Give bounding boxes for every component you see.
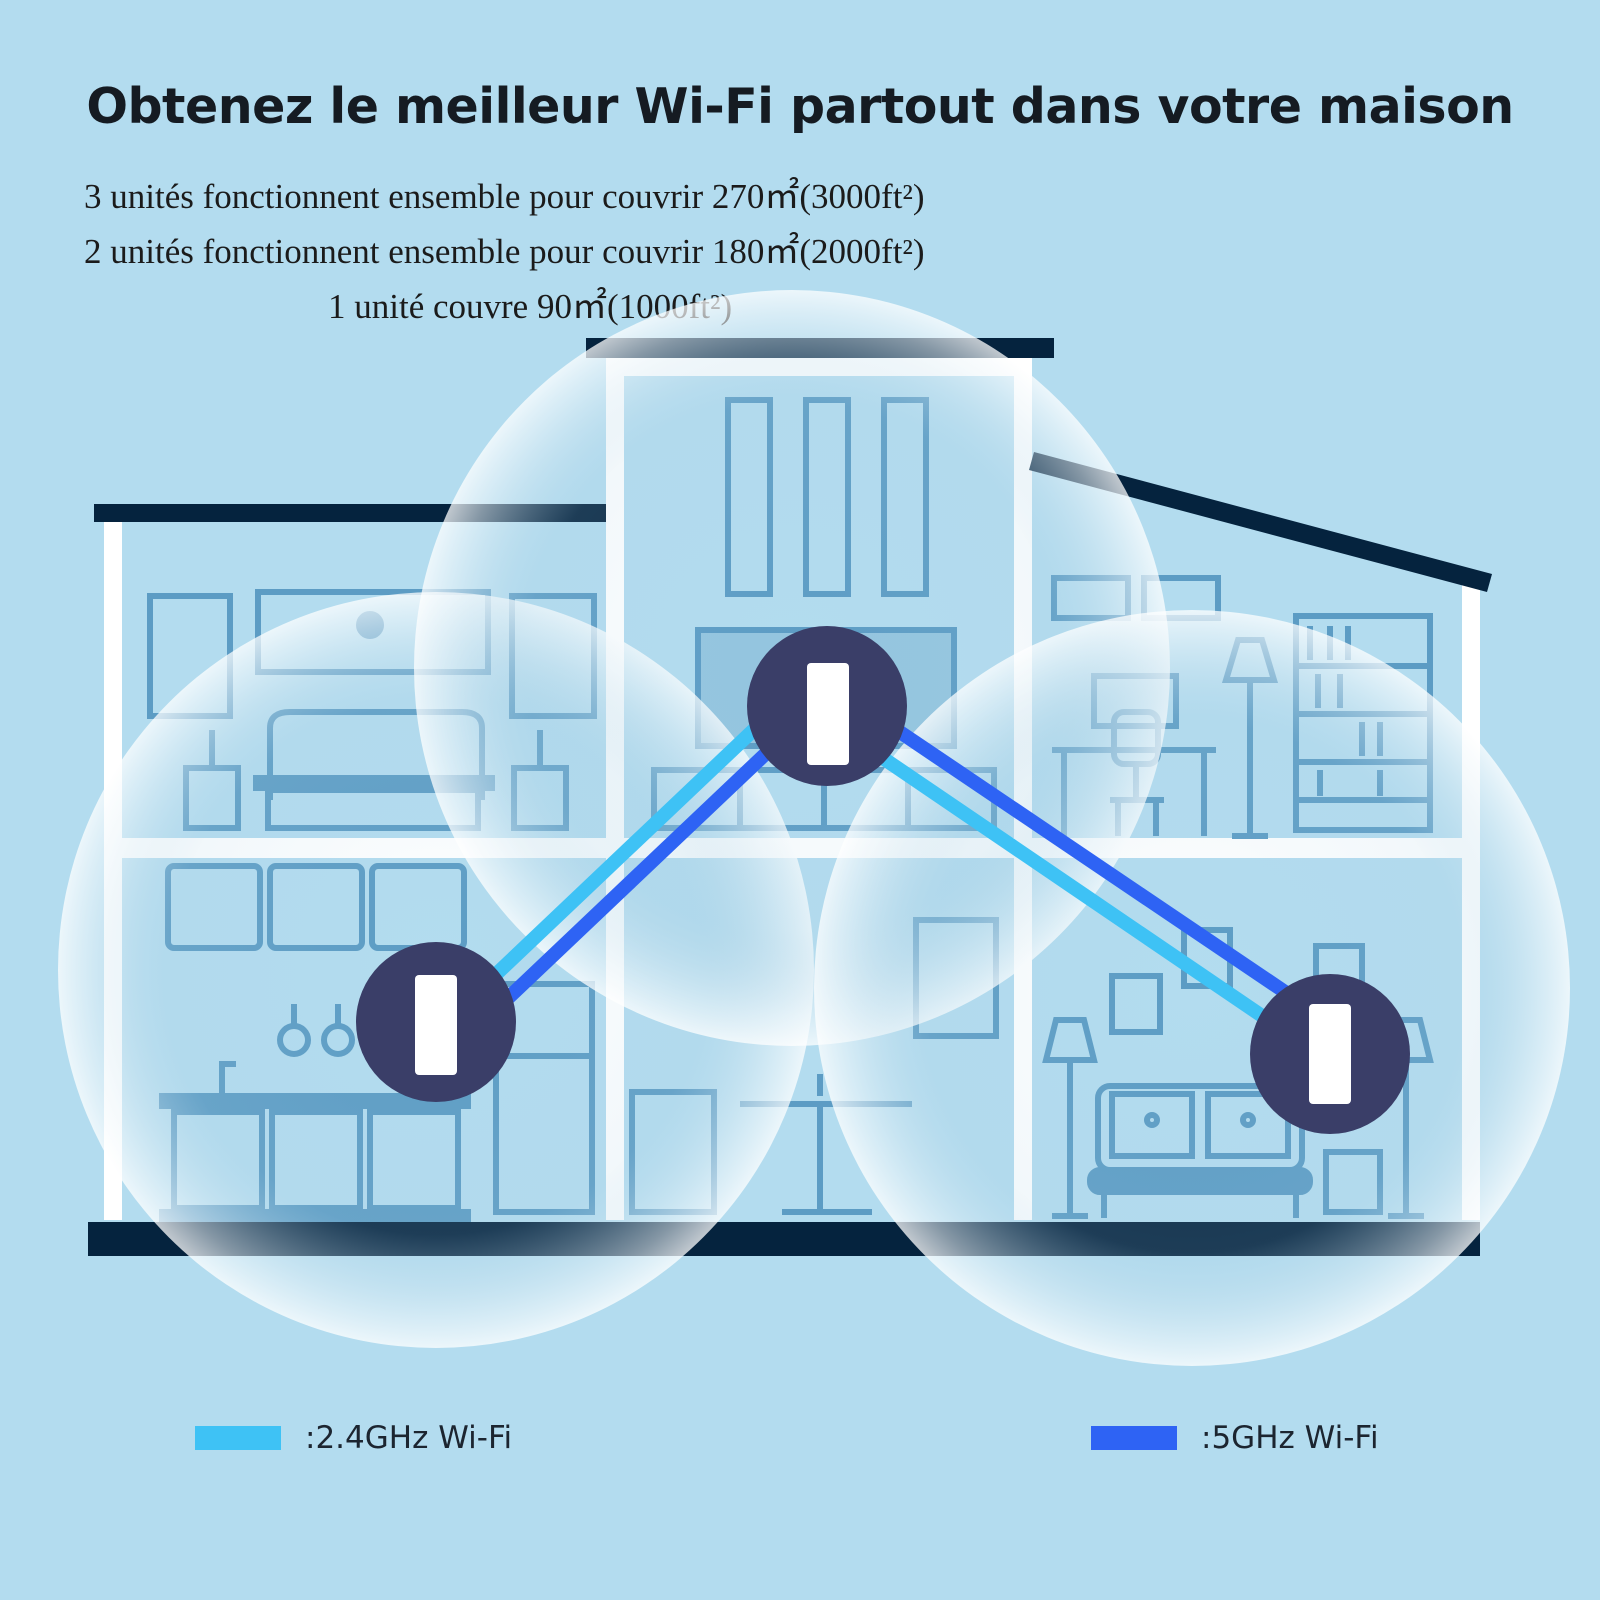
mesh-router-icon <box>415 975 457 1075</box>
right-roof <box>1029 452 1492 592</box>
coverage-line-2-units: 2 unités fonctionnent ensemble pour couv… <box>84 232 925 271</box>
wifi-links <box>485 716 1292 1026</box>
legend-swatch-2-4ghz <box>195 1426 281 1450</box>
router-node-right <box>1250 974 1410 1134</box>
legend-item-5ghz: :5GHz Wi-Fi <box>1091 1420 1379 1456</box>
coverage-line-3-units: 3 unités fonctionnent ensemble pour couv… <box>84 177 925 216</box>
coverage-bubbles <box>58 290 1570 1366</box>
page-title: Obtenez le meilleur Wi-Fi partout dans v… <box>86 78 1514 135</box>
mesh-router-icon <box>1309 1004 1351 1104</box>
link-2-4ghz-left <box>485 716 767 986</box>
legend-label-2-4ghz: :2.4GHz Wi-Fi <box>305 1420 513 1456</box>
link-2-4ghz-right <box>870 746 1272 1026</box>
link-5ghz-left <box>501 736 783 1006</box>
legend-item-2-4ghz: :2.4GHz Wi-Fi <box>195 1420 512 1456</box>
link-5ghz-right <box>890 722 1292 1000</box>
wifi-coverage-bubble <box>814 610 1570 1366</box>
router-node-center <box>747 626 907 786</box>
legend-label-5ghz: :5GHz Wi-Fi <box>1201 1420 1379 1456</box>
legend-swatch-5ghz <box>1091 1426 1177 1450</box>
router-node-left <box>356 942 516 1102</box>
mesh-router-icon <box>807 663 849 765</box>
